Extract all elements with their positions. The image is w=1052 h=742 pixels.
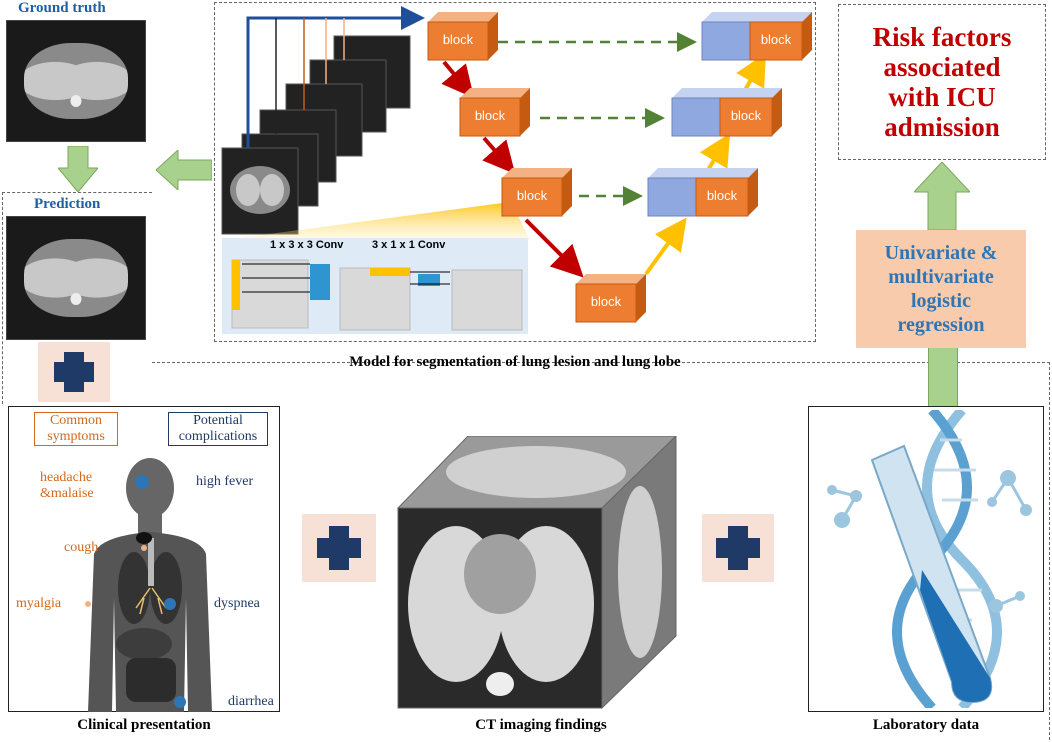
encoder-block-2 bbox=[459, 88, 530, 137]
model-diagram bbox=[221, 6, 812, 334]
block-label: block bbox=[516, 188, 548, 203]
ground-truth-label: Ground truth bbox=[18, 0, 106, 16]
common-symptoms-legend: Common symptoms bbox=[34, 412, 118, 447]
encoder-block-1 bbox=[427, 12, 498, 61]
decoder-block-3 bbox=[647, 168, 758, 217]
block-label: block bbox=[590, 294, 622, 309]
block-label: block bbox=[442, 32, 474, 47]
potential-complications-text: Potential bbox=[193, 413, 243, 428]
risk-factors-box: Risk factors associated with ICU admissi… bbox=[838, 4, 1046, 160]
model-frame bbox=[214, 2, 816, 342]
ct-slice-stack bbox=[221, 35, 411, 235]
regression-line: Univariate & bbox=[884, 242, 998, 264]
risk-line: with ICU bbox=[888, 82, 996, 112]
up-arrow-icon bbox=[912, 161, 972, 231]
myalgia-label: myalgia bbox=[16, 596, 62, 611]
bottleneck-block bbox=[575, 274, 646, 323]
ct-cube-image bbox=[396, 436, 677, 710]
risk-line: Risk factors bbox=[872, 21, 1012, 52]
high-fever-label: high fever bbox=[196, 474, 254, 489]
block-label: block bbox=[474, 108, 506, 123]
block-label: block bbox=[730, 108, 762, 123]
risk-line: admission bbox=[884, 112, 1000, 143]
conv-1x3x3-label: 1 x 3 x 3 Conv bbox=[270, 239, 344, 251]
risk-line: associated bbox=[883, 51, 1001, 82]
up-arrow-shaft-icon bbox=[928, 348, 958, 406]
headache-text: headache bbox=[40, 470, 93, 485]
headache-text: &malaise bbox=[40, 486, 94, 502]
model-caption: Model for segmentation of lung lesion an… bbox=[349, 354, 681, 370]
left-arrow-icon bbox=[155, 148, 213, 192]
regression-line: multivariate bbox=[888, 266, 994, 288]
regression-line: regression bbox=[897, 314, 985, 336]
regression-line: logistic bbox=[911, 290, 971, 312]
common-symptoms-text: symptoms bbox=[47, 429, 105, 445]
bottom-region-frame bbox=[152, 362, 1050, 740]
decoder-block-1 bbox=[701, 12, 812, 61]
conv-3x1x1-label: 3 x 1 x 1 Conv bbox=[372, 239, 446, 251]
human-body-figure bbox=[85, 458, 212, 712]
plus-icon bbox=[302, 514, 376, 582]
ground-truth-ct-image bbox=[6, 20, 146, 142]
cough-label: cough bbox=[64, 540, 99, 555]
potential-complications-text: complications bbox=[178, 429, 258, 445]
potential-complications-legend: Potential complications bbox=[168, 412, 268, 447]
diarrhea-label: diarrhea bbox=[228, 694, 274, 709]
encoder-block-3 bbox=[501, 168, 572, 217]
plus-icon bbox=[38, 342, 110, 402]
block-label: block bbox=[760, 32, 792, 47]
block-label: block bbox=[706, 188, 738, 203]
down-arrow-icon bbox=[56, 145, 100, 193]
prediction-label: Prediction bbox=[34, 196, 101, 212]
lab-test-tube-image bbox=[827, 410, 1032, 708]
clinical-caption: Clinical presentation bbox=[77, 717, 211, 733]
prediction-ct-image bbox=[6, 216, 146, 340]
prediction-region-frame bbox=[2, 192, 152, 404]
headache-label: headache &malaise bbox=[40, 470, 94, 502]
lab-caption: Laboratory data bbox=[872, 717, 980, 733]
decoder-block-2 bbox=[671, 88, 782, 137]
plus-icon bbox=[702, 514, 774, 582]
regression-box: Univariate & multivariate logistic regre… bbox=[856, 230, 1026, 348]
ct-caption: CT imaging findings bbox=[475, 717, 607, 733]
conv-detail-panel bbox=[222, 238, 528, 334]
common-symptoms-text: Common bbox=[49, 413, 103, 428]
dyspnea-label: dyspnea bbox=[214, 596, 260, 611]
